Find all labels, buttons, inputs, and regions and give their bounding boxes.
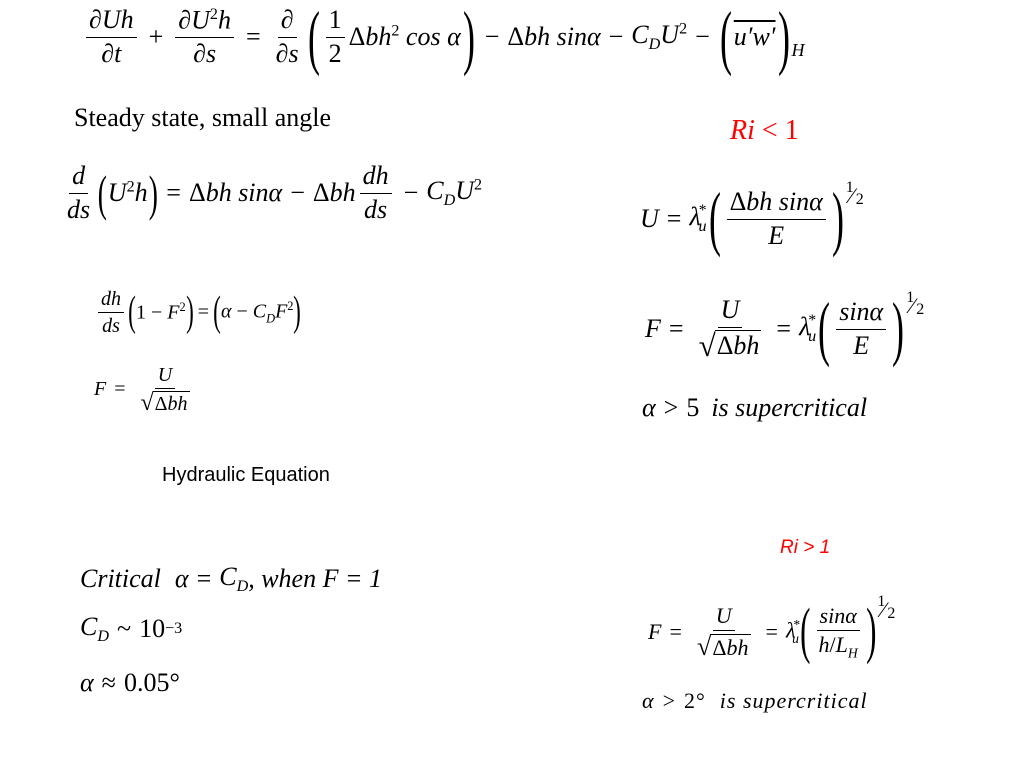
frac-d-ds: ∂∂s <box>275 5 299 68</box>
exponent-half-2: 1⁄2 <box>906 289 925 319</box>
exponent-half-3: 1⁄2 <box>877 593 896 623</box>
reynolds-stress: u′w′ <box>733 22 776 52</box>
equation-F-small: F = U√Δbh <box>94 364 197 415</box>
frac-U-sqrt-2: U√Δbh <box>696 603 751 662</box>
equation-cd-order: CD ~ 10−3 <box>80 612 183 646</box>
exponent-half: 1⁄2 <box>845 179 864 209</box>
equation-critical: Critical α = CD , when F = 1 <box>80 562 383 596</box>
alpha-gt-5-supercritical: α > 5 is supercritical <box>642 393 868 422</box>
frac-U-sqrt-small: U√Δbh <box>140 364 190 416</box>
steady-state-label: Steady state, small angle <box>74 103 332 132</box>
frac-dUh-dt: ∂Uh∂t <box>86 6 137 68</box>
ri-less-than-one: Ri < 1 <box>730 115 799 146</box>
alpha-gt-2-supercritical: α > 2° is supercritical <box>642 688 868 713</box>
equation-alpha-approx: α ≈ 0.05° <box>80 668 180 697</box>
frac-dU2h-ds: ∂U2h∂s <box>175 6 234 69</box>
hydraulic-equation-label: Hydraulic Equation <box>162 464 330 486</box>
ri-greater-than-one: Ri > 1 <box>780 537 831 558</box>
frac-U-sqrt: U√Δbh <box>698 295 762 363</box>
